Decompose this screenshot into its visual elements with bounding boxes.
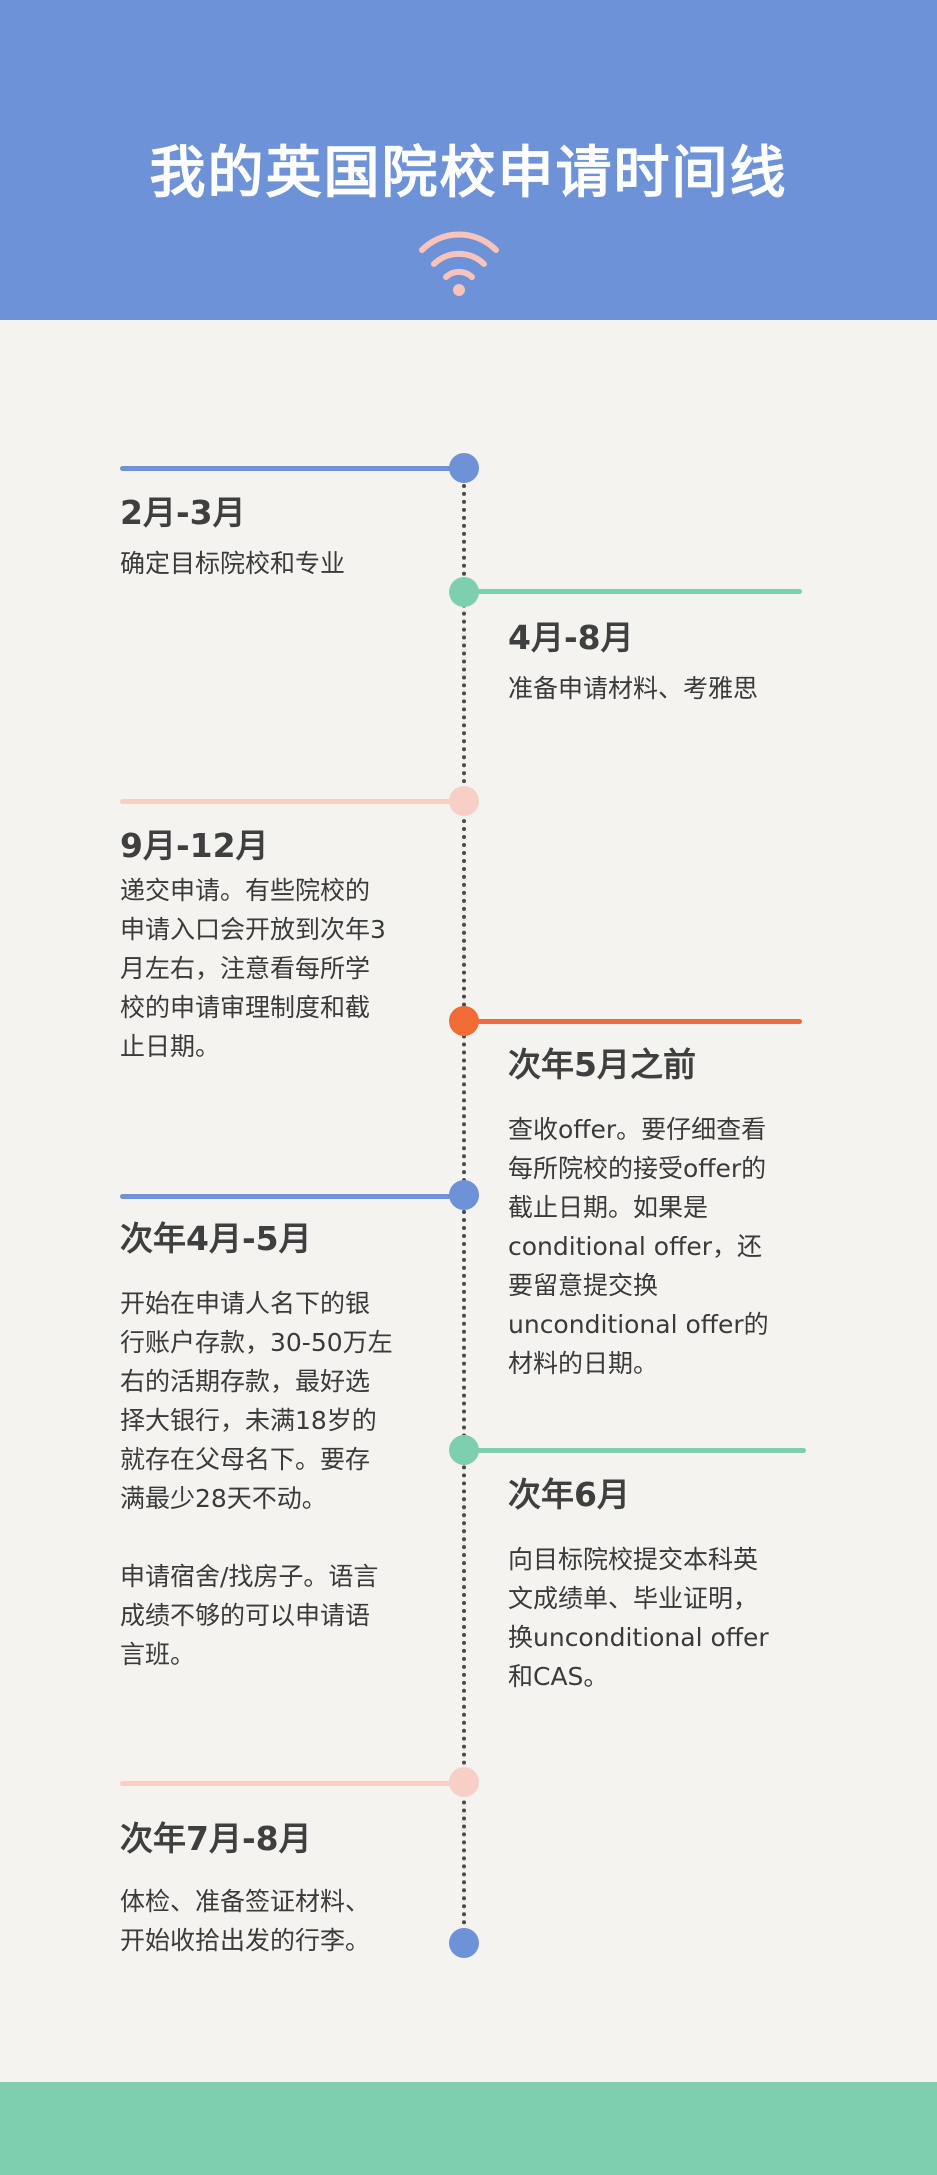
timeline-entry: 4月-8月 准备申请材料、考雅思 [508,617,828,708]
timeline-connector [120,466,462,471]
entry-period: 次年6月 [508,1475,630,1514]
timeline-entry: 次年6月 向目标院校提交本科英 文成绩单、毕业证明， 换unconditiona… [508,1474,838,1696]
timeline-connector [464,1448,806,1453]
page-title: 我的英国院校申请时间线 [149,141,788,206]
timeline-end-node [449,1928,479,1958]
timeline-node [449,1180,479,1210]
entry-description: 体检、准备签证材料、 开始收拾出发的行李。 [120,1887,371,1955]
timeline-connector [120,799,462,804]
entry-description: 向目标院校提交本科英 文成绩单、毕业证明， 换unconditional off… [508,1545,769,1691]
entry-period: 2月-3月 [120,493,246,532]
wifi-icon [419,231,499,296]
timeline-connector [120,1194,462,1199]
entry-description: 查收offer。要仔细查看 每所院校的接受offer的 截止日期。如果是 con… [508,1115,769,1378]
timeline-connector [464,1019,802,1024]
entry-description: 确定目标院校和专业 [120,549,346,578]
timeline-entry: 9月-12月 递交申请。有些院校的 申请入口会开放到次年3 月左右，注意看每所学… [120,825,440,1066]
timeline-node [449,1767,479,1797]
timeline-node [449,577,479,607]
entry-description: 准备申请材料、考雅思 [508,674,759,703]
entry-period: 次年4月-5月 [120,1219,312,1258]
timeline-entry: 次年5月之前 查收offer。要仔细查看 每所院校的接受offer的 截止日期。… [508,1044,838,1383]
timeline-entry: 次年7月-8月 体检、准备签证材料、 开始收拾出发的行李。 [120,1818,440,1960]
timeline-connector [464,589,802,594]
timeline-node [449,453,479,483]
entry-period: 次年5月之前 [508,1045,696,1084]
entry-period: 次年7月-8月 [120,1819,312,1858]
timeline-entry: 次年4月-5月 开始在申请人名下的银 行账户存款，30-50万左 右的活期存款，… [120,1218,450,1674]
timeline-entry: 2月-3月 确定目标院校和专业 [120,492,440,583]
entry-description: 递交申请。有些院校的 申请入口会开放到次年3 月左右，注意看每所学 校的申请审理… [120,876,386,1061]
timeline-connector [120,1781,462,1786]
footer-band [0,2082,937,2175]
timeline-node [449,786,479,816]
entry-description: 开始在申请人名下的银 行账户存款，30-50万左 右的活期存款，最好选 择大银行… [120,1289,393,1669]
timeline-node [449,1435,479,1465]
timeline-node [449,1006,479,1036]
header-banner: 我的英国院校申请时间线 [0,0,937,320]
entry-period: 4月-8月 [508,618,634,657]
entry-period: 9月-12月 [120,826,269,865]
